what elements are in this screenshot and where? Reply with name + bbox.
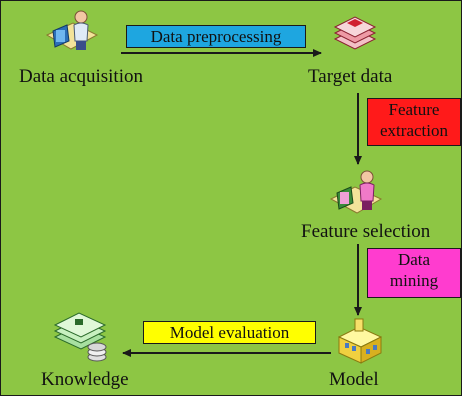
step-data-preprocessing: Data preprocessing <box>126 25 306 48</box>
person-at-computer-icon <box>45 10 99 50</box>
step-data-mining-line2: mining <box>389 271 439 290</box>
person-selecting-data-icon <box>329 170 383 214</box>
node-model: Model <box>329 369 379 390</box>
node-knowledge: Knowledge <box>41 369 129 390</box>
step-data-mining-line1: Data <box>397 250 431 269</box>
step-model-evaluation: Model evaluation <box>143 321 316 344</box>
stacked-documents-icon <box>333 16 377 50</box>
step-feature-extraction: Feature extraction <box>367 98 461 146</box>
step-feature-extraction-line1: Feature <box>388 100 440 119</box>
building-icon <box>337 318 383 364</box>
step-data-mining: Data mining <box>367 248 461 298</box>
node-target-data: Target data <box>308 66 393 87</box>
node-data-acquisition: Data acquisition <box>19 66 143 87</box>
step-feature-extraction-line2: extraction <box>380 121 448 140</box>
money-stack-icon <box>53 312 107 362</box>
node-feature-selection: Feature selection <box>301 221 431 242</box>
